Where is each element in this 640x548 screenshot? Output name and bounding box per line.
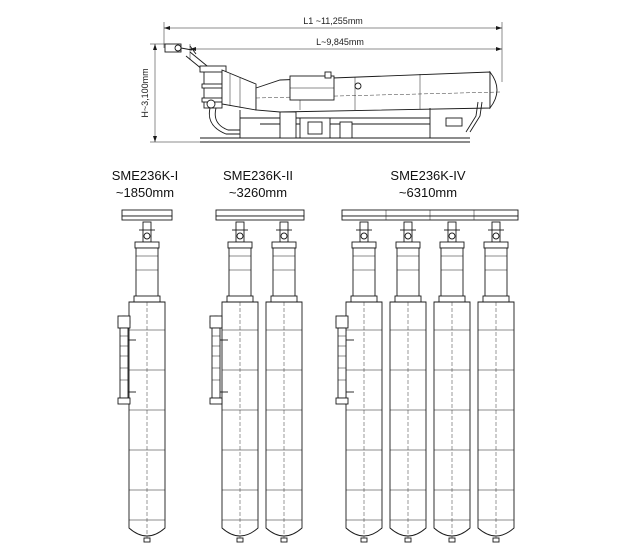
model-name: SME236K-IV [390,168,465,183]
model-length: ~1850mm [116,185,174,200]
model-length: ~3260mm [229,185,287,200]
model-group: SME236K-I ~1850mm [112,168,178,543]
inlet-flange [164,43,197,55]
model-length: ~6310mm [399,185,457,200]
top-plate [121,209,173,217]
cone-section [221,69,257,111]
h-dimension-label: H~3,100mm [140,68,150,117]
side-pipe [209,315,228,405]
separator-vessel [265,221,303,543]
model-group: SME236K-II ~3260mm [209,168,305,543]
separator-vessel [221,221,259,543]
separator-vessel [345,221,383,543]
separator-vessel [433,221,471,543]
model-name: SME236K-II [223,168,293,183]
l-dimension-label: L~9,845mm [316,37,364,47]
base-frame [200,101,483,143]
separator-vessel [389,221,427,543]
top-plate [215,209,305,217]
model-group: SME236K-IV ~6310mm [335,168,519,543]
separator-vessel [128,221,166,543]
side-view: L1 ~11,255mm L~9,845mm H~3,100mm [140,16,503,143]
centerline [255,91,501,99]
main-vessel [255,70,501,113]
side-pipe [335,315,354,405]
side-pipe [117,315,136,405]
lower-return-pipe [208,107,240,135]
model-views: SME236K-I~1850mmSME236K-II~3260mmSME236K… [112,168,519,543]
l1-dimension-label: L1 ~11,255mm [303,16,363,26]
right-return-pipe [469,101,483,133]
model-name: SME236K-I [112,168,178,183]
separator-vessel [477,221,515,543]
